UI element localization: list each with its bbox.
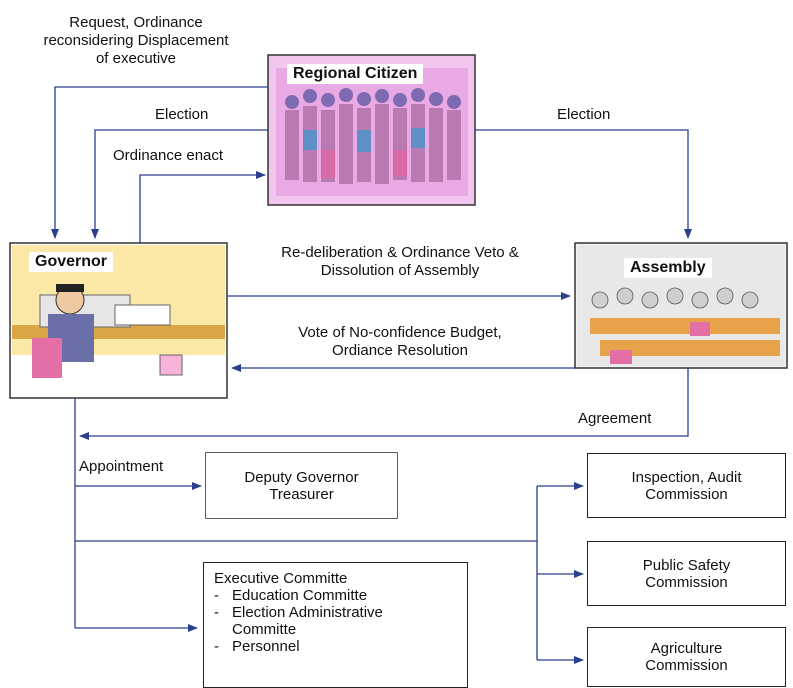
arrow-election-left: [91, 129, 268, 239]
deputy-governor-treasurer-box: Deputy Governor Treasurer: [206, 453, 397, 518]
appointment-label: Appointment: [79, 458, 164, 475]
executive-committee-title: Executive Committe: [214, 570, 348, 587]
election-right-label: Election: [557, 106, 611, 123]
exec-item: -Education Committe: [214, 587, 368, 604]
agriculture-box: Agriculture Commission: [587, 627, 786, 687]
inspection-audit-box: Inspection, Audit Commission: [587, 453, 786, 518]
request-label: Request, Ordinance reconsidering Displac…: [43, 14, 229, 67]
governor-label: Governor: [29, 252, 114, 272]
exec-item: -Election Administrative: [214, 604, 383, 621]
arrow-agreement: [79, 368, 689, 440]
executive-committee-box: Executive Committe -Education Committe -…: [203, 562, 468, 688]
treasurer-text: Treasurer: [269, 485, 334, 503]
agreement-label: Agreement: [578, 410, 652, 427]
no-confidence-label: Vote of No-confidence Budget, Ordiance R…: [298, 324, 502, 359]
exec-item: -Personnel: [214, 638, 300, 655]
redeliberation-label: Re-deliberation & Ordinance Veto & Disso…: [281, 244, 519, 279]
arrow-ordinance-enact: [139, 171, 266, 243]
exec-item-cont: Committe: [232, 621, 297, 638]
public-safety-box: Public Safety Commission: [587, 541, 786, 606]
regional-citizen-label: Regional Citizen: [287, 64, 424, 84]
ordinance-enact-label: Ordinance enact: [113, 147, 224, 164]
arrow-election-right: [475, 129, 692, 239]
assembly-label: Assembly: [624, 258, 712, 278]
election-left-label: Election: [155, 106, 209, 123]
arrow-request: [51, 86, 268, 239]
deputy-governor-text: Deputy Governor: [244, 468, 359, 486]
